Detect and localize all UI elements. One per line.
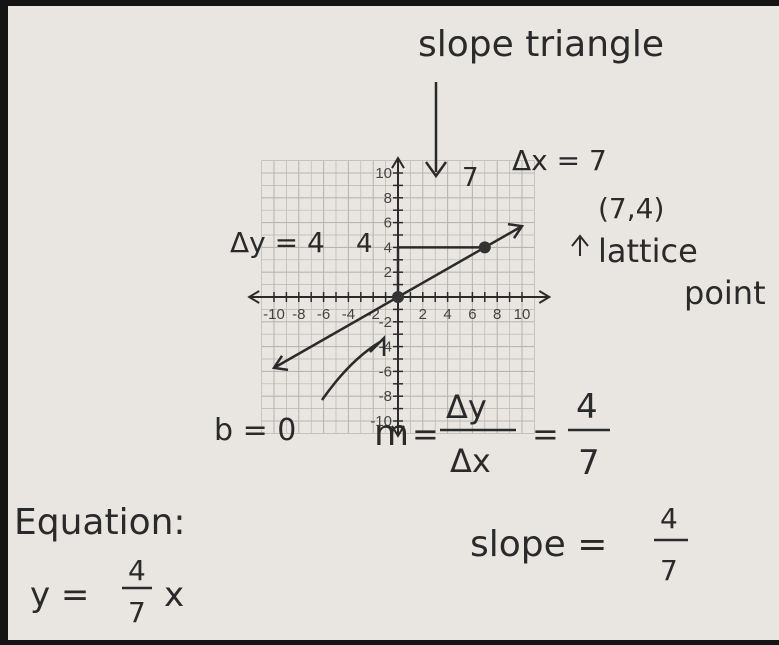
x-tick-label: 6 (468, 306, 476, 323)
equation-variable: x (164, 575, 184, 615)
lattice-annotation: lattice (598, 232, 698, 270)
equation-numerator: 4 (128, 554, 146, 587)
formula-equals-2: = (532, 415, 559, 453)
lattice-point-annotation: point (684, 274, 766, 312)
run-count-label: 7 (462, 163, 479, 193)
intercept-annotation: b = 0 (214, 413, 296, 448)
y-tick-label: -10 (370, 413, 392, 430)
slope-triangle-annotation: slope triangle (418, 24, 664, 65)
y-tick-label: 6 (384, 215, 392, 232)
y-tick-label: 4 (384, 239, 392, 256)
point-coordinate-label: (7,4) (598, 192, 664, 225)
formula-denominator: Δx (450, 442, 491, 480)
series-line-end-arrow (507, 222, 525, 239)
lattice-point-marker (478, 241, 491, 254)
delta-x-annotation: Δx = 7 (512, 144, 607, 177)
y-tick-label: -6 (379, 363, 392, 380)
x-tick-label: 4 (443, 306, 451, 323)
formula-equals: = (412, 415, 439, 453)
x-tick-label: -4 (342, 306, 355, 323)
slope-variable-m: m (374, 413, 409, 454)
x-tick-label: -8 (292, 306, 305, 323)
formula-numerator: Δy (446, 388, 487, 426)
y-axis-bottom-arrow (391, 425, 405, 438)
slope-triangle-arrow (424, 82, 448, 179)
series-line-start-arrow (271, 355, 289, 372)
x-tick-label: 2 (419, 306, 427, 323)
equation-label: Equation: (14, 502, 186, 543)
lattice-point-arrow (571, 234, 589, 256)
slope-value-denominator: 7 (578, 443, 600, 483)
y-axis-top-arrow (391, 156, 405, 169)
x-axis-left-arrow (247, 290, 260, 304)
y-tick-label: 10 (375, 165, 392, 182)
equation-lhs: y = (30, 575, 89, 615)
y-tick-label: 2 (384, 264, 392, 281)
lattice-point-marker (392, 291, 404, 303)
equation-denominator: 7 (128, 596, 146, 629)
intercept-arrow (320, 334, 386, 401)
paper-background (8, 6, 779, 640)
x-tick-label: -10 (263, 306, 285, 323)
y-tick-label: -4 (379, 339, 392, 356)
plotted-line (271, 222, 525, 372)
x-axis-right-arrow (538, 290, 552, 304)
y-tick-label: 8 (384, 190, 392, 207)
delta-y-annotation: Δy = 4 (230, 226, 325, 259)
x-tick-label: -6 (317, 306, 330, 323)
slope-value-numerator: 4 (576, 387, 598, 427)
x-tick-label: 10 (514, 306, 531, 323)
slope-statement-numerator: 4 (660, 502, 678, 535)
y-tick-label: -8 (379, 388, 392, 405)
x-tick-label: 8 (493, 306, 501, 323)
y-tick-label: -2 (379, 314, 392, 331)
rise-count-label: 4 (356, 229, 373, 259)
slope-statement-label: slope = (470, 524, 607, 565)
slope-statement-denominator: 7 (660, 554, 678, 587)
